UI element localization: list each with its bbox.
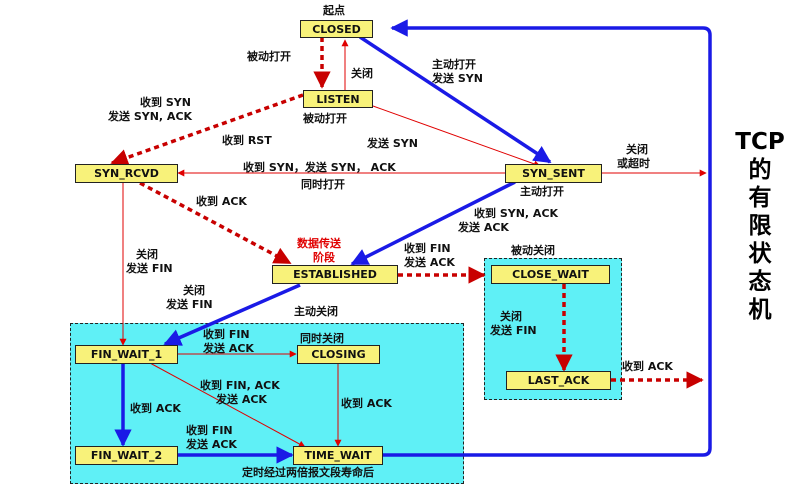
- label-simul-open-1: 收到 SYN，发送 SYN， ACK: [243, 161, 396, 174]
- label-passive-open-2: 被动打开: [303, 112, 347, 125]
- side-title-char: TCP: [735, 129, 785, 155]
- state-closed: CLOSED: [300, 20, 373, 38]
- state-listen: LISTEN: [303, 90, 373, 108]
- label-start: 起点: [323, 4, 345, 17]
- side-title-char: 有: [748, 185, 772, 211]
- label-simul-open-2: 同时打开: [301, 178, 345, 191]
- state-syn-rcvd: SYN_RCVD: [75, 164, 178, 183]
- label-passive-close: 被动关闭: [511, 244, 555, 257]
- label-recv-fin-3: 收到 FIN: [186, 424, 233, 437]
- label-close-fin-2: 发送 FIN: [126, 262, 173, 275]
- label-send-ack-1: 发送 ACK: [404, 256, 455, 269]
- label-active-close: 主动关闭: [294, 305, 338, 318]
- label-recv-fin-2: 收到 FIN: [203, 328, 250, 341]
- label-active-open-1: 主动打开: [432, 58, 476, 71]
- side-title: TCP 的 有 限 状 态 机: [735, 128, 785, 324]
- label-recv-ack-1: 收到 ACK: [196, 195, 247, 208]
- label-close-fin-5: 关闭: [500, 310, 522, 323]
- state-closing: CLOSING: [297, 345, 380, 364]
- client-path: [114, 19, 712, 464]
- label-active-open-2: 主动打开: [520, 185, 564, 198]
- label-close-fin-3: 关闭: [183, 284, 205, 297]
- label-recv-syn: 收到 SYN: [140, 96, 191, 109]
- label-recv-ack-4: 收到 ACK: [622, 360, 673, 373]
- label-timeout-note: 定时经过两倍报文段寿命后: [242, 466, 374, 479]
- label-recv-fin-1: 收到 FIN: [404, 242, 451, 255]
- label-close-fin-6: 发送 FIN: [490, 324, 537, 337]
- state-time-wait: TIME_WAIT: [293, 446, 383, 465]
- label-data-transfer-2: 阶段: [313, 251, 335, 264]
- label-recv-ack-3: 收到 ACK: [341, 397, 392, 410]
- side-title-char: 限: [748, 213, 772, 239]
- label-close-timeout-2: 或超时: [617, 157, 650, 170]
- label-send-syn-1: 发送 SYN: [432, 72, 483, 85]
- label-close-fin-4: 发送 FIN: [166, 298, 213, 311]
- state-fin-wait-2: FIN_WAIT_2: [75, 446, 178, 465]
- state-fin-wait-1: FIN_WAIT_1: [75, 345, 178, 364]
- label-send-ack-3: 发送 ACK: [186, 438, 237, 451]
- state-syn-sent: SYN_SENT: [505, 164, 602, 183]
- label-send-syn-2: 发送 SYN: [367, 137, 418, 150]
- state-established: ESTABLISHED: [272, 265, 398, 284]
- label-close-timeout-1: 关闭: [626, 143, 648, 156]
- server-path: [110, 37, 704, 389]
- side-title-char: 状: [748, 241, 772, 267]
- side-title-char: 的: [748, 157, 772, 183]
- label-recv-rst: 收到 RST: [222, 134, 272, 147]
- state-close-wait: CLOSE_WAIT: [491, 265, 610, 284]
- state-last-ack: LAST_ACK: [506, 371, 611, 390]
- label-send-synack: 发送 SYN, ACK: [108, 110, 193, 123]
- label-send-ack-2: 发送 ACK: [203, 342, 254, 355]
- label-close-fin-1: 关闭: [136, 248, 158, 261]
- label-simul-close: 同时关闭: [300, 332, 344, 345]
- label-close-listen: 关闭: [351, 67, 373, 80]
- label-passive-open-top: 被动打开: [247, 50, 291, 63]
- label-recv-synack-2: 发送 ACK: [458, 221, 509, 234]
- side-title-char: 态: [748, 269, 772, 295]
- label-recv-ack-2: 收到 ACK: [130, 402, 181, 415]
- label-recv-finack-1: 收到 FIN, ACK: [200, 379, 280, 392]
- side-title-char: 机: [748, 297, 772, 323]
- label-recv-finack-2: 发送 ACK: [216, 393, 267, 406]
- label-recv-synack-1: 收到 SYN, ACK: [474, 207, 559, 220]
- thin-transitions: [119, 39, 707, 448]
- label-data-transfer-1: 数据传送: [297, 237, 341, 250]
